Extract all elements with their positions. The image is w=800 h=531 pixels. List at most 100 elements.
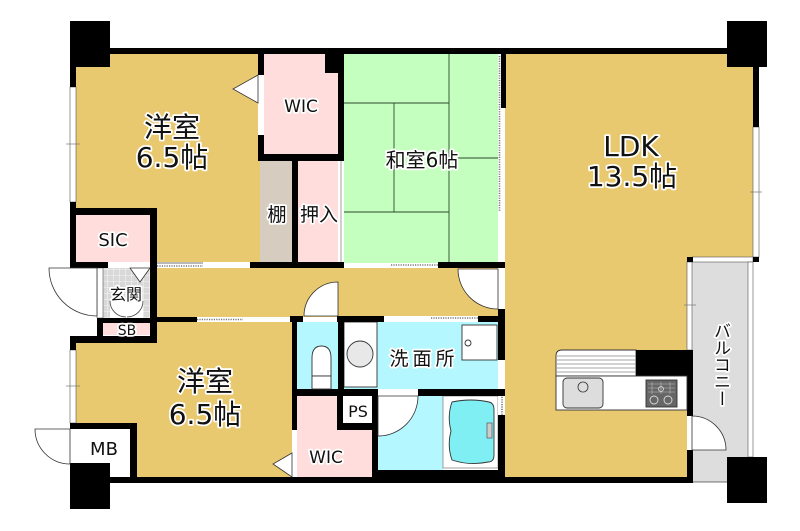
sic-label: SIC — [98, 230, 127, 251]
washbasin-drain — [464, 339, 472, 347]
wall-segment — [753, 257, 759, 262]
wall-segment — [292, 161, 298, 262]
wall-segment — [258, 54, 264, 75]
stove-burner — [649, 395, 659, 405]
kitchen-counter — [555, 349, 690, 411]
sliding-door-western-lower — [197, 317, 292, 322]
shoe-cabinet-door — [110, 301, 143, 318]
western-room-lower-floor — [76, 322, 292, 477]
wall-segment — [498, 309, 505, 360]
wall-segment — [337, 316, 384, 322]
wall-segment — [378, 470, 505, 477]
entrance-door-swing — [48, 267, 98, 317]
stove-grate — [648, 382, 675, 394]
wall-segment — [478, 316, 505, 322]
mb-opening — [70, 429, 76, 463]
structural-column — [727, 21, 767, 67]
bathtub — [448, 399, 495, 465]
wic-lower-door-triangle — [272, 452, 293, 478]
balcony-label: バルコニー — [710, 322, 730, 407]
japanese-ldk-opening — [498, 54, 505, 262]
wall-segment — [338, 316, 344, 396]
ldk-name: LDK — [603, 130, 659, 163]
room-labels: 洋室 6.5帖 WIC 棚 押入 和室6帖 LDK 13.5帖 SIC 玄関 S… — [88, 95, 731, 470]
tatami-mat-lines — [344, 54, 498, 263]
structural-column — [70, 21, 110, 67]
western-room-upper-size: 6.5帖 — [136, 141, 209, 174]
wall-segment — [70, 262, 108, 268]
ps-label: PS — [348, 402, 368, 421]
stove-burner-small — [658, 386, 664, 392]
wall-segment — [498, 415, 505, 477]
kitchen-bar-counter — [555, 349, 637, 377]
western-room-lower-name: 洋室 — [177, 365, 233, 398]
wall-segment — [130, 423, 137, 482]
wall-segment — [753, 67, 759, 127]
hall-ldk-door-swing — [457, 268, 499, 310]
room-fills — [76, 54, 753, 482]
counter-stripes — [557, 355, 636, 373]
wall-segment — [292, 389, 378, 396]
wall-segment — [70, 208, 157, 215]
wall-segment — [250, 262, 344, 268]
western-room-upper-name: 洋室 — [144, 111, 200, 144]
stove-burner — [663, 395, 673, 405]
wall-segment — [337, 423, 378, 430]
wall-segment — [292, 316, 297, 430]
wall-segment — [258, 154, 344, 161]
mb-label: MB — [90, 439, 118, 460]
shelf-label: 棚 — [267, 204, 286, 226]
hall-ldk-opening — [498, 268, 505, 309]
ps-floor — [343, 396, 372, 423]
wall-segment — [687, 257, 693, 262]
wic-upper-label: WIC — [284, 97, 318, 117]
washroom-window — [498, 360, 505, 415]
wall-segment — [70, 202, 76, 268]
wall-segment — [97, 318, 103, 343]
wall-segment — [687, 450, 693, 483]
sliding-door-washroom — [384, 316, 478, 322]
japanese-room-floor — [344, 54, 498, 263]
wall-segment — [157, 317, 197, 322]
wall-segment — [325, 54, 338, 73]
washroom-label: 洗面所 — [389, 348, 458, 370]
wall-segment — [258, 135, 264, 161]
window-western-lower — [69, 349, 77, 424]
balcony-top-rail — [691, 256, 754, 263]
shoe-box-floor — [103, 323, 150, 335]
balcony-door-opening — [687, 416, 692, 450]
wic-upper-door-triangle — [232, 74, 259, 104]
washbasin-icon — [461, 324, 498, 361]
wall-segment — [418, 389, 505, 396]
sink-drain — [577, 381, 589, 393]
wall-segment — [687, 350, 693, 416]
closet-label: 押入 — [300, 204, 338, 226]
window-western-upper — [69, 86, 77, 203]
mb-door-swing — [34, 428, 71, 465]
wall-segment — [438, 262, 505, 268]
sic-opening — [108, 262, 150, 268]
wall-segment — [501, 54, 506, 108]
window-ldk-balcony — [686, 261, 693, 351]
wall-segment — [110, 48, 727, 54]
toilet-door-swing — [303, 281, 339, 317]
wall-segment — [70, 336, 157, 343]
balcony-railing — [747, 261, 754, 458]
wall-segment — [372, 389, 378, 477]
sliding-door-western-upper — [157, 262, 250, 268]
wic-lower-floor — [297, 396, 372, 477]
wic-lower-opening — [292, 430, 297, 477]
bathtub-icon — [448, 399, 495, 465]
ldk-size: 13.5帖 — [587, 160, 677, 193]
shoe-box-label: SB — [118, 323, 137, 339]
entrance-door-frame — [96, 267, 104, 319]
structural-column — [70, 463, 110, 509]
wic-lower-label: WIC — [309, 448, 343, 468]
wall-segment — [338, 54, 344, 161]
wall-segment — [76, 477, 692, 483]
wall-segment — [97, 318, 157, 323]
shelf-floor — [260, 161, 292, 262]
closet-floor — [298, 161, 338, 262]
toilet-icon — [311, 345, 332, 390]
wall-segment — [70, 423, 137, 429]
